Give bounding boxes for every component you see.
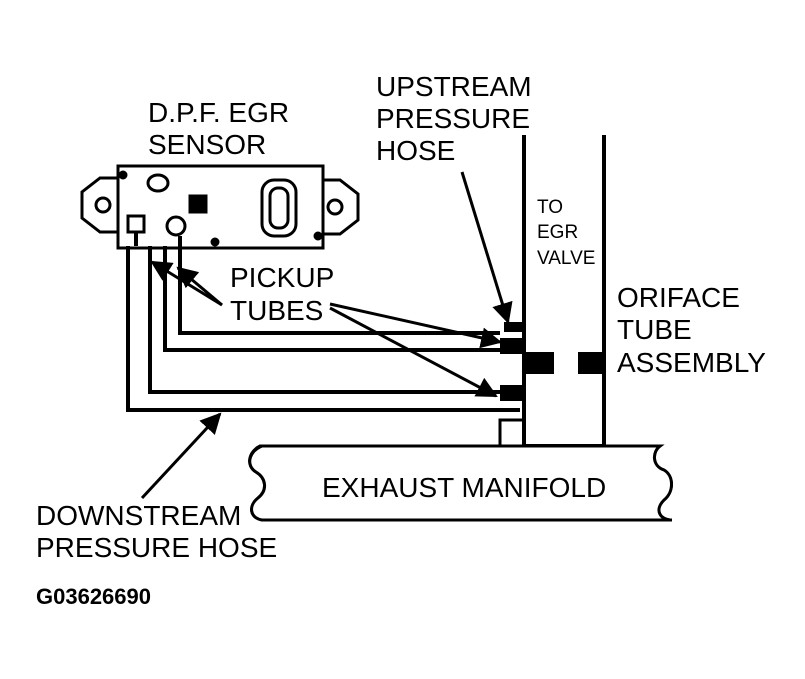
figure-code: G03626690 — [36, 584, 151, 609]
labels: D.P.F. EGR SENSOR UPSTREAM PRESSURE HOSE… — [36, 71, 766, 609]
manifold-label: EXHAUST MANIFOLD — [322, 472, 606, 503]
pressure-hoses — [126, 232, 520, 412]
oriface-label-2: TUBE — [617, 314, 692, 345]
sensor-label-1: D.P.F. EGR — [148, 97, 289, 128]
leader-arrows — [140, 171, 513, 500]
upstream-label-2: PRESSURE — [376, 103, 530, 134]
to-egr-label-1: TO — [537, 197, 563, 218]
oriface-label-3: ASSEMBLY — [617, 347, 766, 378]
egr-tube-assembly — [500, 135, 606, 448]
downstream-label-2: PRESSURE HOSE — [36, 532, 277, 563]
dpf-egr-sensor — [80, 164, 360, 250]
sensor-label-2: SENSOR — [148, 129, 266, 160]
oriface-label-1: ORIFACE — [617, 282, 740, 313]
manifold-outline — [248, 444, 673, 522]
upstream-label-3: HOSE — [376, 135, 455, 166]
pickup-label-2: TUBES — [230, 295, 323, 326]
downstream-label-1: DOWNSTREAM — [36, 500, 241, 531]
pickup-label-1: PICKUP — [230, 262, 334, 293]
upstream-label-1: UPSTREAM — [376, 71, 532, 102]
to-egr-label-3: VALVE — [537, 248, 595, 269]
to-egr-label-2: EGR — [537, 222, 578, 243]
